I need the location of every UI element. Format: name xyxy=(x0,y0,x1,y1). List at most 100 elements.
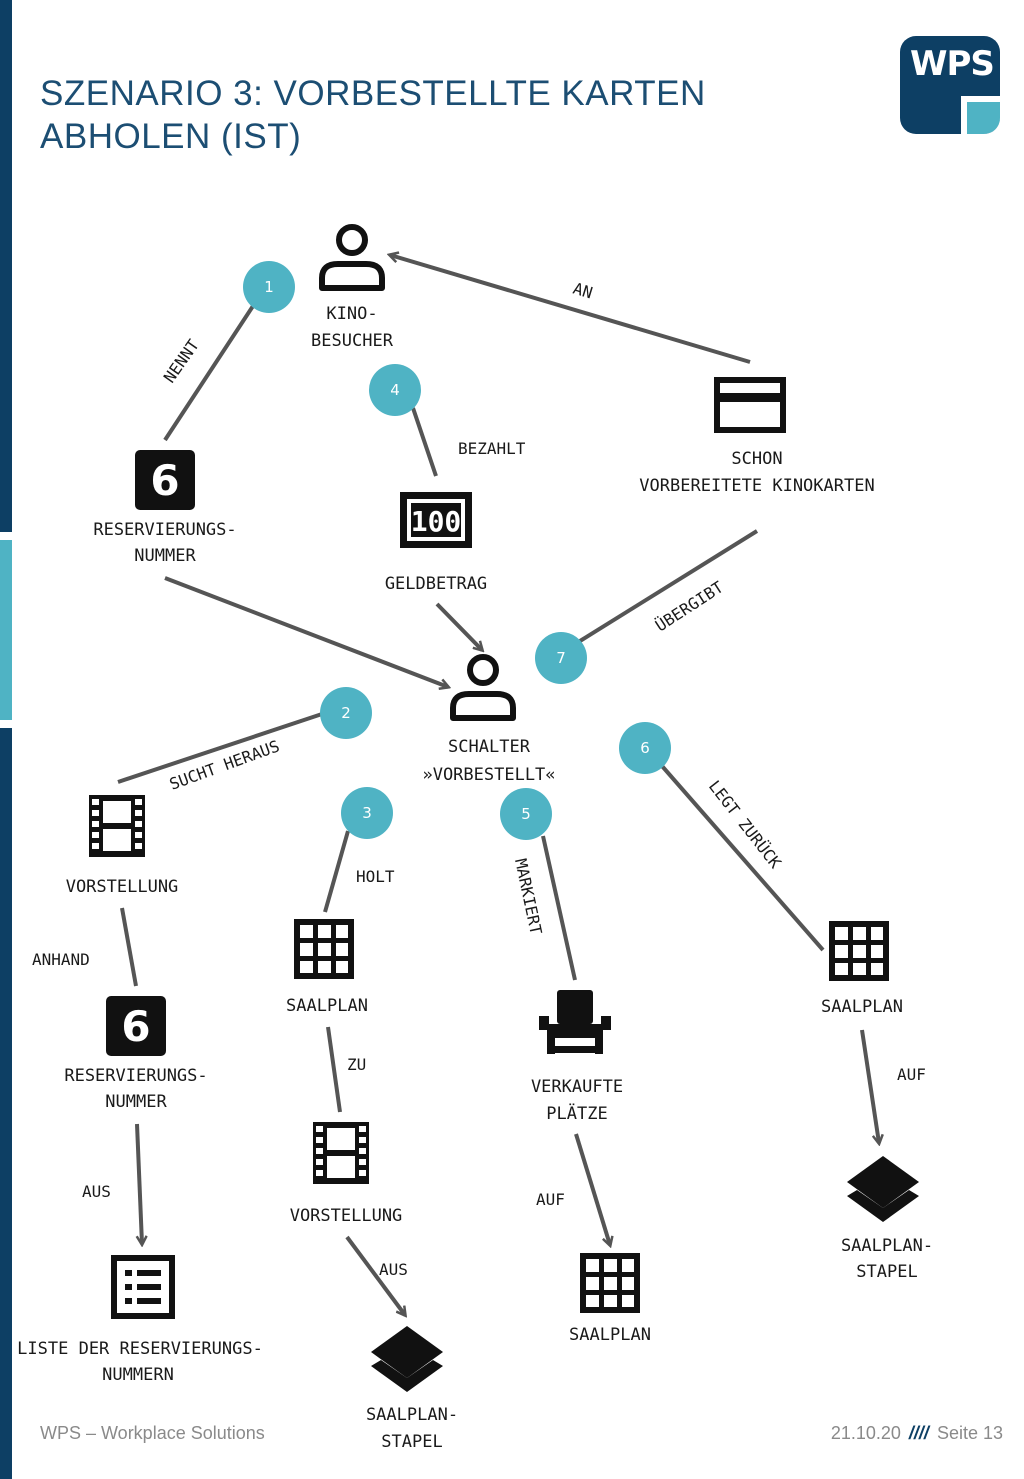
edge-label-holt: HOLT xyxy=(356,867,395,886)
step-badge-7: 7 xyxy=(535,632,587,684)
svg-text:2: 2 xyxy=(341,704,351,722)
edge-label-aus-left: AUS xyxy=(82,1182,111,1201)
edge-bezahlt xyxy=(411,407,438,477)
svg-text:SCHON: SCHON xyxy=(731,449,782,469)
edge-aus-left xyxy=(135,1123,142,1244)
svg-text:3: 3 xyxy=(362,804,372,822)
sidebar-stripe xyxy=(0,0,12,1479)
svg-text:PLÄTZE: PLÄTZE xyxy=(546,1103,607,1124)
svg-text:NUMMER: NUMMER xyxy=(105,1092,167,1112)
edge-legt-zurueck xyxy=(660,764,825,952)
svg-text:BESUCHER: BESUCHER xyxy=(311,331,394,351)
svg-text:STAPEL: STAPEL xyxy=(856,1262,917,1282)
person-icon xyxy=(322,227,382,288)
list-icon xyxy=(114,1258,172,1316)
svg-text:VORSTELLUNG: VORSTELLUNG xyxy=(290,1206,403,1226)
title-line-1: SZENARIO 3: VORBESTELLTE KARTEN xyxy=(40,74,706,113)
money-bill-icon: 100 xyxy=(400,492,472,548)
edge-an xyxy=(390,255,751,364)
node-reservierungsnummer-top: 6 RESERVIERUNGS- NUMMER xyxy=(93,450,237,566)
person-icon xyxy=(453,657,513,718)
node-saalplan-mid: SAALPLAN xyxy=(286,919,368,1016)
grid-icon xyxy=(829,921,889,981)
node-kinobesucher: KINO- BESUCHER xyxy=(311,227,394,351)
grid-icon xyxy=(294,919,354,979)
edge-label-an: AN xyxy=(571,279,595,303)
film-icon xyxy=(89,795,145,857)
page-title: SZENARIO 3: VORBESTELLTE KARTEN ABHOLEN … xyxy=(40,72,706,158)
footer-separator: //// xyxy=(908,1423,929,1443)
node-reservierungsnummer-bottom: 6 RESERVIERUNGS- NUMMER xyxy=(64,996,208,1112)
footer-date: 21.10.20 xyxy=(830,1423,901,1443)
svg-text:GELDBETRAG: GELDBETRAG xyxy=(385,574,487,594)
svg-text:7: 7 xyxy=(556,649,566,667)
layers-icon xyxy=(371,1326,443,1392)
edge-label-zu: ZU xyxy=(347,1055,366,1074)
svg-text:SCHALTER: SCHALTER xyxy=(448,737,531,757)
edge-nennt xyxy=(163,304,255,442)
svg-text:»VORBESTELLT«: »VORBESTELLT« xyxy=(422,765,555,785)
svg-text:STAPEL: STAPEL xyxy=(381,1432,442,1452)
svg-text:6: 6 xyxy=(640,739,650,757)
sidebar-gap xyxy=(0,532,12,540)
edge-label-bezahlt: BEZAHLT xyxy=(458,439,526,458)
title-line-2: ABHOLEN (IST) xyxy=(40,117,302,156)
node-vorstellung-mid: VORSTELLUNG xyxy=(290,1122,403,1226)
node-saalplan-bottom: SAALPLAN xyxy=(569,1253,651,1345)
logo-text: WPS xyxy=(910,44,995,84)
node-liste: LISTE DER RESERVIERUNGS- NUMMERN xyxy=(17,1258,263,1385)
node-saalplanstapel-mid: SAALPLAN- STAPEL xyxy=(366,1326,458,1452)
edge-auf-right xyxy=(860,1029,879,1143)
svg-text:VERKAUFTE: VERKAUFTE xyxy=(531,1077,623,1097)
grid-icon xyxy=(580,1253,640,1313)
svg-text:SAALPLAN-: SAALPLAN- xyxy=(841,1236,933,1256)
node-geldbetrag: 100 GELDBETRAG xyxy=(385,492,487,594)
edge-anhand xyxy=(120,907,138,987)
svg-text:NUMMERN: NUMMERN xyxy=(102,1365,174,1385)
edge-aus-mid xyxy=(345,1235,405,1315)
svg-text:6: 6 xyxy=(121,1002,150,1051)
edge-label-auf-mid: AUF xyxy=(536,1190,565,1209)
edge-zu xyxy=(326,1026,342,1113)
edge-label-aus-mid: AUS xyxy=(379,1260,408,1279)
svg-text:RESERVIERUNGS-: RESERVIERUNGS- xyxy=(93,520,236,540)
edge-label-nennt: NENNT xyxy=(160,336,203,387)
svg-text:KINO-: KINO- xyxy=(326,304,377,324)
edge-label-markiert: MARKIERT xyxy=(511,857,546,937)
svg-text:SAALPLAN: SAALPLAN xyxy=(286,996,368,1016)
svg-text:SAALPLAN: SAALPLAN xyxy=(821,997,903,1017)
sidebar-gap xyxy=(0,720,12,728)
number-six-icon: 6 xyxy=(135,450,195,510)
footer-page-info: 21.10.20////Seite 13 xyxy=(831,1423,1003,1444)
step-badge-1: 1 xyxy=(243,261,295,313)
edge-label-anhand: ANHAND xyxy=(32,950,90,969)
step-badge-3: 3 xyxy=(341,787,393,839)
edge-auf-mid xyxy=(574,1133,610,1245)
svg-text:VORSTELLUNG: VORSTELLUNG xyxy=(66,877,179,897)
node-verkaufte-plaetze: VERKAUFTE PLÄTZE xyxy=(531,990,623,1124)
node-saalplanstapel-right: SAALPLAN- STAPEL xyxy=(841,1156,933,1282)
film-icon xyxy=(313,1122,369,1184)
edge-label-uebergibt: ÜBERGIBT xyxy=(652,577,727,635)
svg-text:RESERVIERUNGS-: RESERVIERUNGS- xyxy=(64,1066,207,1086)
svg-text:4: 4 xyxy=(390,381,400,399)
number-six-icon: 6 xyxy=(106,996,166,1056)
credit-card-icon xyxy=(714,377,786,433)
node-schalter: SCHALTER »VORBESTELLT« xyxy=(422,657,556,785)
layers-icon xyxy=(847,1156,919,1222)
svg-text:VORBEREITETE KINOKARTEN: VORBEREITETE KINOKARTEN xyxy=(639,476,874,496)
edge-uebergibt xyxy=(578,529,759,643)
svg-text:SAALPLAN-: SAALPLAN- xyxy=(366,1405,458,1425)
step-badge-6: 6 xyxy=(619,722,671,774)
svg-text:LISTE DER RESERVIERUNGS-: LISTE DER RESERVIERUNGS- xyxy=(17,1339,263,1359)
svg-text:SAALPLAN: SAALPLAN xyxy=(569,1325,651,1345)
seat-icon xyxy=(539,990,611,1054)
node-kinokarten: SCHON VORBEREITETE KINOKARTEN xyxy=(639,377,875,496)
step-badge-4: 4 xyxy=(369,364,421,416)
svg-text:NUMMER: NUMMER xyxy=(134,546,196,566)
svg-text:1: 1 xyxy=(264,278,274,296)
wps-logo: WPS xyxy=(900,36,1000,134)
edge-reservierung-schalter xyxy=(164,576,448,687)
edge-holt xyxy=(323,830,350,913)
